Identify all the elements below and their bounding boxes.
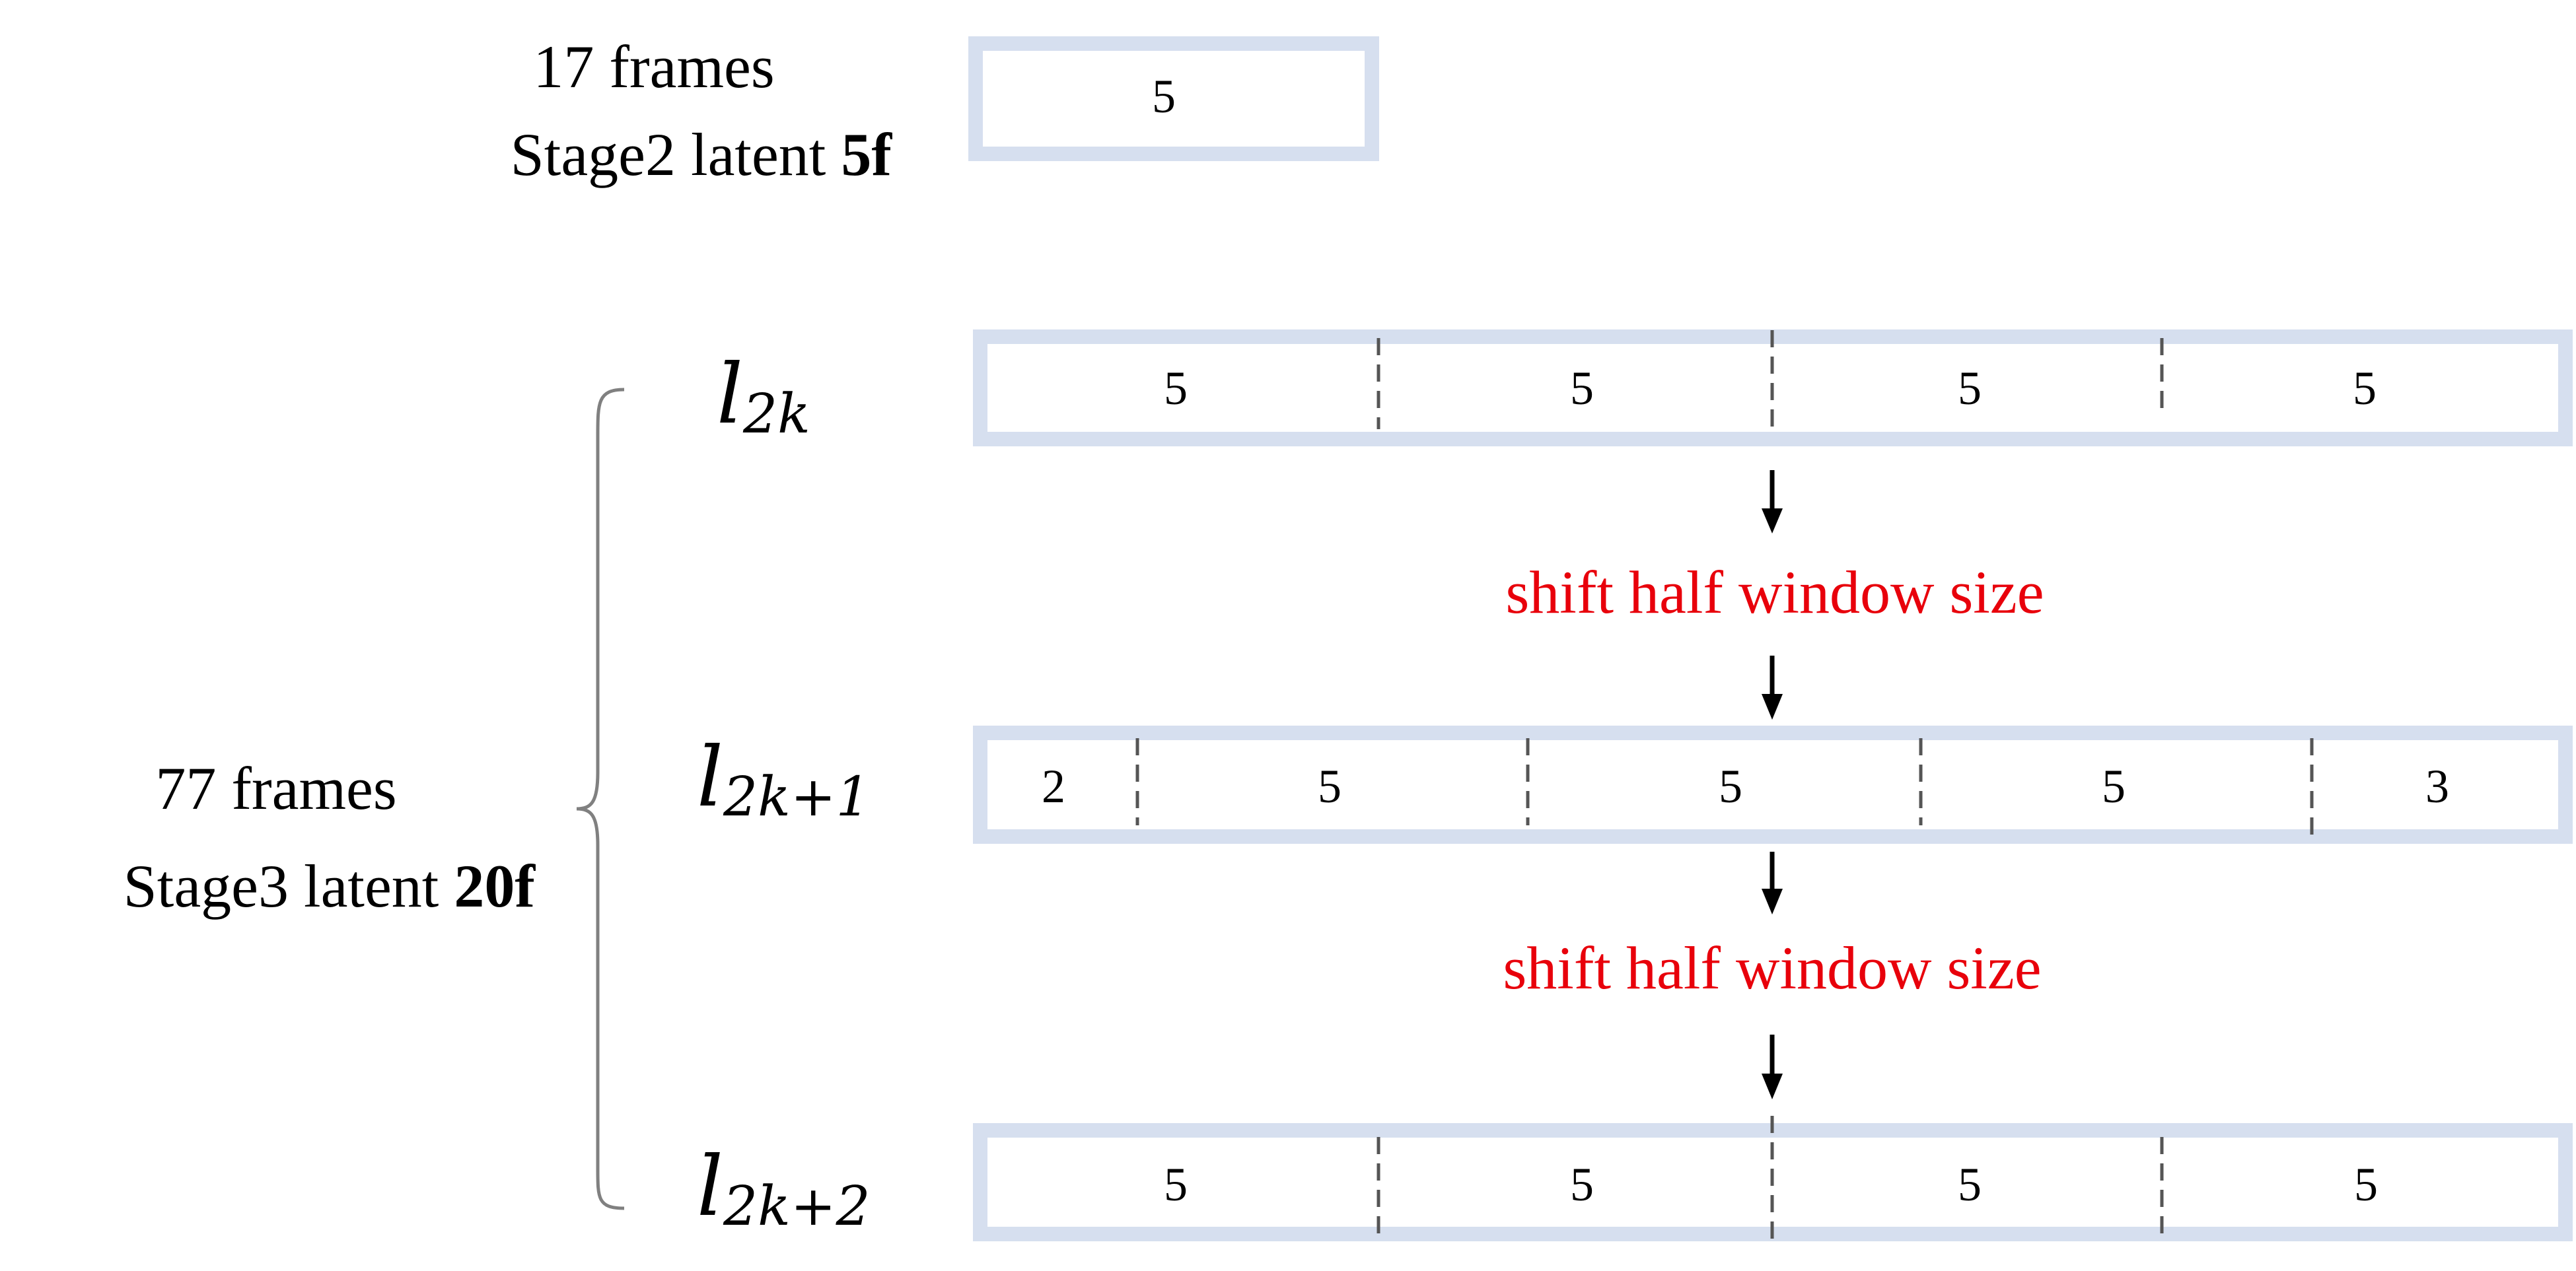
row-l2k2-window-label: 5	[1958, 1158, 1982, 1211]
row-l2k1-latent-box: 2 5 5 5 3	[973, 726, 2573, 844]
stage3-frames-label: 77 frames	[155, 755, 396, 822]
row-l2k1-window-label: 2	[1042, 760, 1065, 813]
shift-half-window-label: shift half window size	[1505, 559, 2044, 626]
curly-brace	[576, 388, 625, 1210]
row-l2k1-box-frame	[973, 726, 2573, 844]
stage2-latent-box: 5	[968, 36, 1379, 161]
down-arrow-head	[1762, 1074, 1783, 1099]
row-l2k-latent-box: 5 5 5 5	[973, 329, 2573, 446]
row-label-l2k: l2k	[717, 347, 810, 446]
down-arrow-head	[1762, 694, 1783, 720]
stage2-latent-label: Stage2 latent 5f	[511, 121, 893, 188]
row-l2k2-latent-box: 5 5 5 5	[973, 1116, 2573, 1241]
down-arrow-head	[1762, 889, 1783, 914]
stage3-latent-prefix: Stage3 latent	[124, 852, 454, 920]
stage3-label-group: 77 frames Stage3 latent 20f	[124, 755, 536, 920]
row-label-l2k2-sub: 2k+2	[723, 1175, 871, 1238]
row-label-l2k2-base: l	[697, 1139, 723, 1235]
row-l2k-window-label: 5	[1570, 362, 1594, 415]
stage2-label-group: 17 frames Stage2 latent 5f	[511, 33, 893, 188]
stage2-window-label: 5	[1152, 70, 1176, 123]
row-label-l2k2: l2k+2	[697, 1139, 871, 1238]
row-label-l2k1-base: l	[697, 730, 723, 825]
stage2-box-frame	[968, 36, 1379, 161]
row-label-l2k-sub: 2k	[742, 383, 810, 446]
stage2-latent-count: 5f	[841, 121, 892, 188]
row-l2k2-window-label: 5	[2354, 1158, 2378, 1211]
row-label-l2k1: l2k+1	[697, 730, 871, 829]
row-l2k1-window-label: 5	[1719, 760, 1742, 813]
row-l2k1-window-label: 3	[2425, 760, 2449, 813]
shift-step-1: shift half window size	[1505, 470, 2044, 720]
row-l2k-window-label: 5	[1164, 362, 1188, 415]
row-l2k1-window-label: 5	[2102, 760, 2126, 813]
stage2-frames-label: 17 frames	[533, 33, 774, 100]
row-l2k2-window-label: 5	[1164, 1158, 1188, 1211]
row-label-l2k-base: l	[717, 347, 743, 442]
row-l2k1-window-label: 5	[1318, 760, 1342, 813]
row-l2k2-window-label: 5	[1570, 1158, 1594, 1211]
stage2-latent-prefix: Stage2 latent	[511, 121, 841, 188]
row-label-l2k1-sub: 2k+1	[723, 766, 871, 829]
shift-half-window-label: shift half window size	[1503, 934, 2041, 1002]
down-arrow-head	[1762, 508, 1783, 533]
stage3-latent-label: Stage3 latent 20f	[124, 852, 536, 920]
row-l2k-window-label: 5	[2353, 362, 2377, 415]
stage3-latent-count: 20f	[454, 852, 536, 920]
shift-step-2: shift half window size	[1503, 852, 2042, 1099]
row-l2k-window-label: 5	[1958, 362, 1982, 415]
